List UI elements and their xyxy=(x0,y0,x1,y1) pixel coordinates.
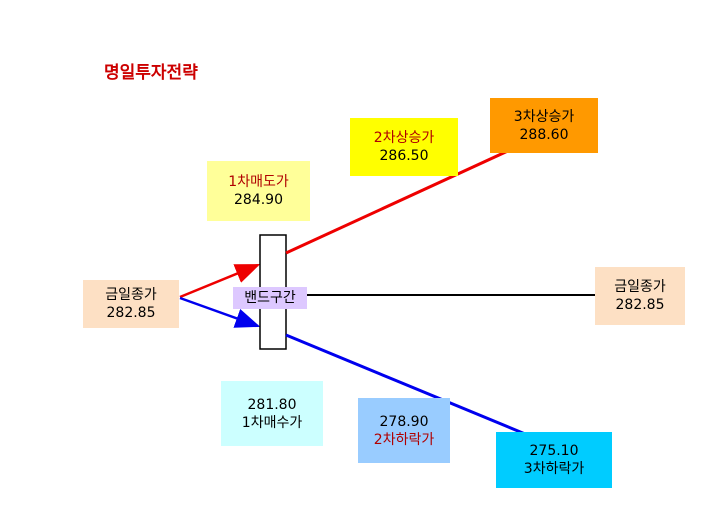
rise2-box: 2차상승가 286.50 xyxy=(350,118,458,176)
rise2-value: 286.50 xyxy=(379,148,429,164)
close-today-right-value: 282.85 xyxy=(615,297,665,313)
fall3-value: 275.10 xyxy=(529,443,579,459)
up-arrow xyxy=(179,263,261,299)
close-today-value: 282.85 xyxy=(106,305,156,321)
fall2-value: 278.90 xyxy=(379,413,429,430)
sell1-box: 1차매도가 284.90 xyxy=(207,161,310,221)
fall2-box: 278.90 2차하락가 xyxy=(358,398,450,463)
diagram-title: 명일투자전략 xyxy=(104,63,198,83)
buy1-label: 1차매수가 xyxy=(241,414,303,431)
sell1-label: 1차매도가 xyxy=(228,174,289,190)
band-label-box: 밴드구간 xyxy=(233,287,307,309)
rise3-label: 3차상승가 xyxy=(513,108,575,125)
close-today-box: 금일종가 282.85 xyxy=(83,280,179,328)
fall3-label: 3차하락가 xyxy=(523,461,585,477)
buy1-box: 281.80 1차매수가 xyxy=(221,381,323,446)
band-label: 밴드구간 xyxy=(244,290,296,306)
close-today-right-label: 금일종가 xyxy=(614,279,666,295)
buy1-value: 281.80 xyxy=(247,396,297,413)
rise3-box: 3차상승가 288.60 xyxy=(490,98,598,153)
sell1-value: 284.90 xyxy=(234,192,283,208)
down-arrow xyxy=(179,296,261,328)
rise2-label: 2차상승가 xyxy=(373,130,435,146)
rise-line xyxy=(285,148,511,255)
close-today-label: 금일종가 xyxy=(105,287,157,303)
fall3-box: 275.10 3차하락가 xyxy=(496,432,612,488)
rise3-value: 288.60 xyxy=(519,126,569,143)
fall-line xyxy=(285,333,531,438)
close-today-right-box: 금일종가 282.85 xyxy=(595,267,685,325)
fall2-label: 2차하락가 xyxy=(373,431,435,448)
